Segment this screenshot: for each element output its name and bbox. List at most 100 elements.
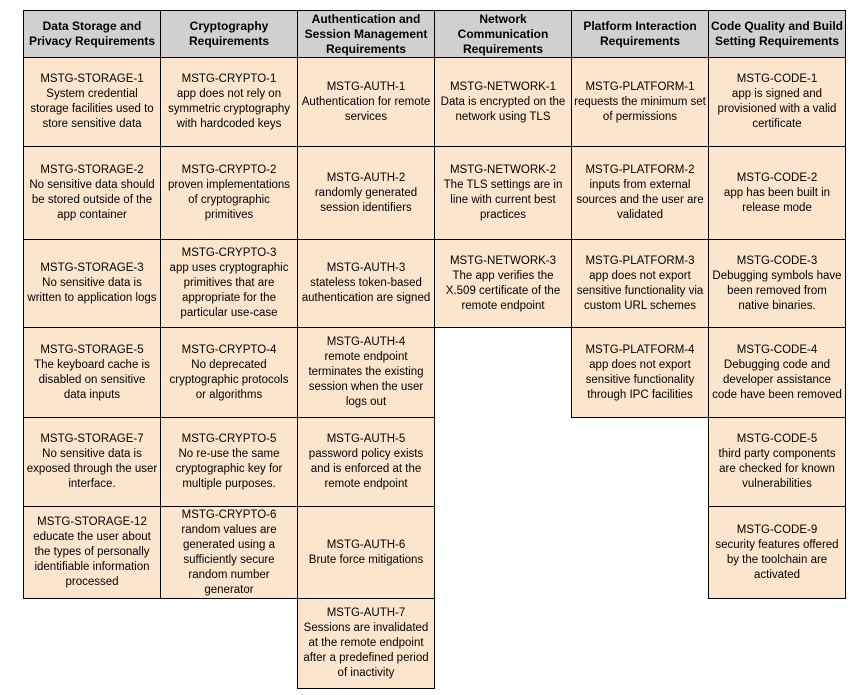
column-platform: Platform Interaction Requirements MSTG-P… <box>571 10 709 418</box>
requirement-desc: Debugging symbols have been removed from… <box>712 269 842 312</box>
cell-mstg-auth-7: MSTG-AUTH-7 Sessions are invalidated at … <box>297 598 435 689</box>
column-header-label: Network Communication Requirements <box>457 11 549 56</box>
cell-mstg-crypto-3: MSTG-CRYPTO-3 app uses cryptographic pri… <box>160 239 298 328</box>
cell-mstg-auth-4: MSTG-AUTH-4 remote endpoint terminates t… <box>297 327 435 418</box>
requirement-id: MSTG-CRYPTO-2 <box>181 164 277 176</box>
requirement-id: MSTG-PLATFORM-1 <box>585 80 695 93</box>
requirement-desc: proven implementations of cryptographic … <box>167 179 291 221</box>
cell-mstg-platform-3: MSTG-PLATFORM-3 app does not export sens… <box>571 239 709 328</box>
requirement-desc: app does not export sensitive functional… <box>585 358 695 401</box>
cell-mstg-storage-2: MSTG-STORAGE-2 No sensitive data should … <box>23 146 161 240</box>
requirement-id: MSTG-CRYPTO-6 <box>181 508 277 521</box>
requirement-id: MSTG-AUTH-2 <box>326 171 406 184</box>
requirement-desc: Brute force mitigations <box>308 553 424 566</box>
requirement-id: MSTG-CODE-4 <box>736 343 818 356</box>
requirement-id: MSTG-STORAGE-7 <box>40 433 144 445</box>
requirement-id: MSTG-AUTH-1 <box>326 80 406 93</box>
requirement-id: MSTG-CODE-1 <box>736 73 818 85</box>
requirement-desc: app has been built in release mode <box>723 186 831 214</box>
column-header-network: Network Communication Requirements <box>434 10 572 58</box>
requirement-desc: No sensitive data is written to applicat… <box>27 277 157 304</box>
requirement-desc: No sensitive data is exposed through the… <box>26 448 158 490</box>
requirement-desc: random values are generated using a suff… <box>181 523 277 596</box>
requirement-desc: System credential storage facilities use… <box>30 88 154 130</box>
column-header-code-quality: Code Quality and Build Setting Requireme… <box>708 10 846 58</box>
requirement-id: MSTG-CODE-9 <box>736 523 818 536</box>
requirement-id: MSTG-AUTH-7 <box>326 607 406 619</box>
cell-mstg-platform-4: MSTG-PLATFORM-4 app does not export sens… <box>571 327 709 418</box>
requirement-id: MSTG-STORAGE-3 <box>40 262 144 274</box>
column-header-label: Data Storage and Privacy Requirements <box>28 19 156 48</box>
requirement-id: MSTG-AUTH-3 <box>326 262 406 274</box>
requirement-desc: remote endpoint terminates the existing … <box>308 351 424 408</box>
cell-mstg-auth-6: MSTG-AUTH-6 Brute force mitigations <box>297 506 435 599</box>
cell-mstg-storage-12: MSTG-STORAGE-12 educate the user about t… <box>23 506 161 599</box>
requirement-id: MSTG-PLATFORM-4 <box>585 343 695 356</box>
requirement-id: MSTG-STORAGE-1 <box>40 73 144 85</box>
cell-mstg-code-3: MSTG-CODE-3 Debugging symbols have been … <box>708 239 846 328</box>
cell-mstg-crypto-1: MSTG-CRYPTO-1 app does not rely on symme… <box>160 57 298 147</box>
requirement-desc: app does not export sensitive functional… <box>576 269 704 312</box>
cell-mstg-platform-1: MSTG-PLATFORM-1 requests the minimum set… <box>571 57 709 147</box>
cell-mstg-code-5: MSTG-CODE-5 third party components are c… <box>708 417 846 507</box>
cell-mstg-auth-2: MSTG-AUTH-2 randomly generated session i… <box>297 146 435 240</box>
column-header-authentication: Authentication and Session Management Re… <box>297 10 435 58</box>
requirement-id: MSTG-CRYPTO-4 <box>181 343 277 356</box>
cell-mstg-crypto-6: MSTG-CRYPTO-6 random values are generate… <box>160 506 298 599</box>
requirement-desc: No deprecated cryptographic protocols or… <box>169 358 289 401</box>
cell-mstg-auth-5: MSTG-AUTH-5 password policy exists and i… <box>297 417 435 507</box>
requirement-id: MSTG-CODE-3 <box>736 254 818 267</box>
requirement-id: MSTG-STORAGE-5 <box>40 343 144 356</box>
requirement-desc: third party components are checked for k… <box>718 448 836 490</box>
requirement-desc: app does not rely on symmetric cryptogra… <box>167 88 291 130</box>
column-cryptography: Cryptography Requirements MSTG-CRYPTO-1 … <box>160 10 298 599</box>
column-header-label: Authentication and Session Management Re… <box>304 11 428 56</box>
cell-mstg-crypto-5: MSTG-CRYPTO-5 No re-use the same cryptog… <box>160 417 298 507</box>
requirement-id: MSTG-CRYPTO-5 <box>181 433 277 445</box>
column-data-storage: Data Storage and Privacy Requirements MS… <box>23 10 161 599</box>
column-code-quality: Code Quality and Build Setting Requireme… <box>708 10 846 599</box>
requirement-desc: inputs from external sources and the use… <box>576 179 704 221</box>
requirement-desc: Authentication for remote services <box>301 95 431 123</box>
cell-mstg-code-2: MSTG-CODE-2 app has been built in releas… <box>708 146 846 240</box>
column-header-label: Platform Interaction Requirements <box>583 19 697 48</box>
cell-mstg-auth-1: MSTG-AUTH-1 Authentication for remote se… <box>297 57 435 147</box>
requirement-id: MSTG-AUTH-4 <box>326 336 406 348</box>
requirement-id: MSTG-NETWORK-1 <box>449 80 557 93</box>
requirement-desc: app is signed and provisioned with a val… <box>717 88 837 130</box>
column-header-platform: Platform Interaction Requirements <box>571 10 709 58</box>
requirement-desc: educate the user about the types of pers… <box>33 531 151 588</box>
requirement-desc: The app verifies the X.509 certificate o… <box>445 269 561 312</box>
cell-mstg-code-1: MSTG-CODE-1 app is signed and provisione… <box>708 57 846 147</box>
cell-mstg-code-4: MSTG-CODE-4 Debugging code and developer… <box>708 327 846 418</box>
requirements-table: Data Storage and Privacy Requirements MS… <box>23 10 846 689</box>
cell-mstg-network-1: MSTG-NETWORK-1 Data is encrypted on the … <box>434 57 572 147</box>
column-header-data-storage: Data Storage and Privacy Requirements <box>23 10 161 58</box>
column-header-label: Code Quality and Build Setting Requireme… <box>711 19 844 48</box>
requirement-id: MSTG-NETWORK-2 <box>449 164 557 176</box>
column-network: Network Communication Requirements MSTG-… <box>434 10 572 328</box>
requirement-id: MSTG-STORAGE-12 <box>37 516 147 528</box>
column-header-label: Cryptography Requirements <box>188 19 270 48</box>
cell-mstg-platform-2: MSTG-PLATFORM-2 inputs from external sou… <box>571 146 709 240</box>
column-authentication: Authentication and Session Management Re… <box>297 10 435 689</box>
requirement-desc: The TLS settings are in line with curren… <box>443 179 563 221</box>
cell-mstg-network-3: MSTG-NETWORK-3 The app verifies the X.50… <box>434 239 572 328</box>
requirement-desc: Debugging code and developer assistance … <box>712 358 842 401</box>
requirement-id: MSTG-PLATFORM-3 <box>585 254 695 267</box>
requirement-desc: The keyboard cache is disabled on sensit… <box>34 358 150 401</box>
cell-mstg-crypto-4: MSTG-CRYPTO-4 No deprecated cryptographi… <box>160 327 298 418</box>
requirement-desc: No sensitive data should be stored outsi… <box>29 179 155 221</box>
cell-mstg-crypto-2: MSTG-CRYPTO-2 proven implementations of … <box>160 146 298 240</box>
cell-mstg-storage-5: MSTG-STORAGE-5 The keyboard cache is dis… <box>23 327 161 418</box>
cell-mstg-code-9: MSTG-CODE-9 security features offered by… <box>708 506 846 599</box>
requirement-id: MSTG-PLATFORM-2 <box>585 164 695 176</box>
requirement-desc: Sessions are invalidated at the remote e… <box>303 622 429 679</box>
requirement-id: MSTG-AUTH-6 <box>326 538 406 551</box>
requirement-desc: security features offered by the toolcha… <box>715 538 839 581</box>
requirement-desc: randomly generated session identifiers <box>314 186 418 214</box>
requirement-id: MSTG-NETWORK-3 <box>449 254 557 267</box>
requirement-desc: Data is encrypted on the network using T… <box>440 95 566 123</box>
cell-mstg-network-2: MSTG-NETWORK-2 The TLS settings are in l… <box>434 146 572 240</box>
